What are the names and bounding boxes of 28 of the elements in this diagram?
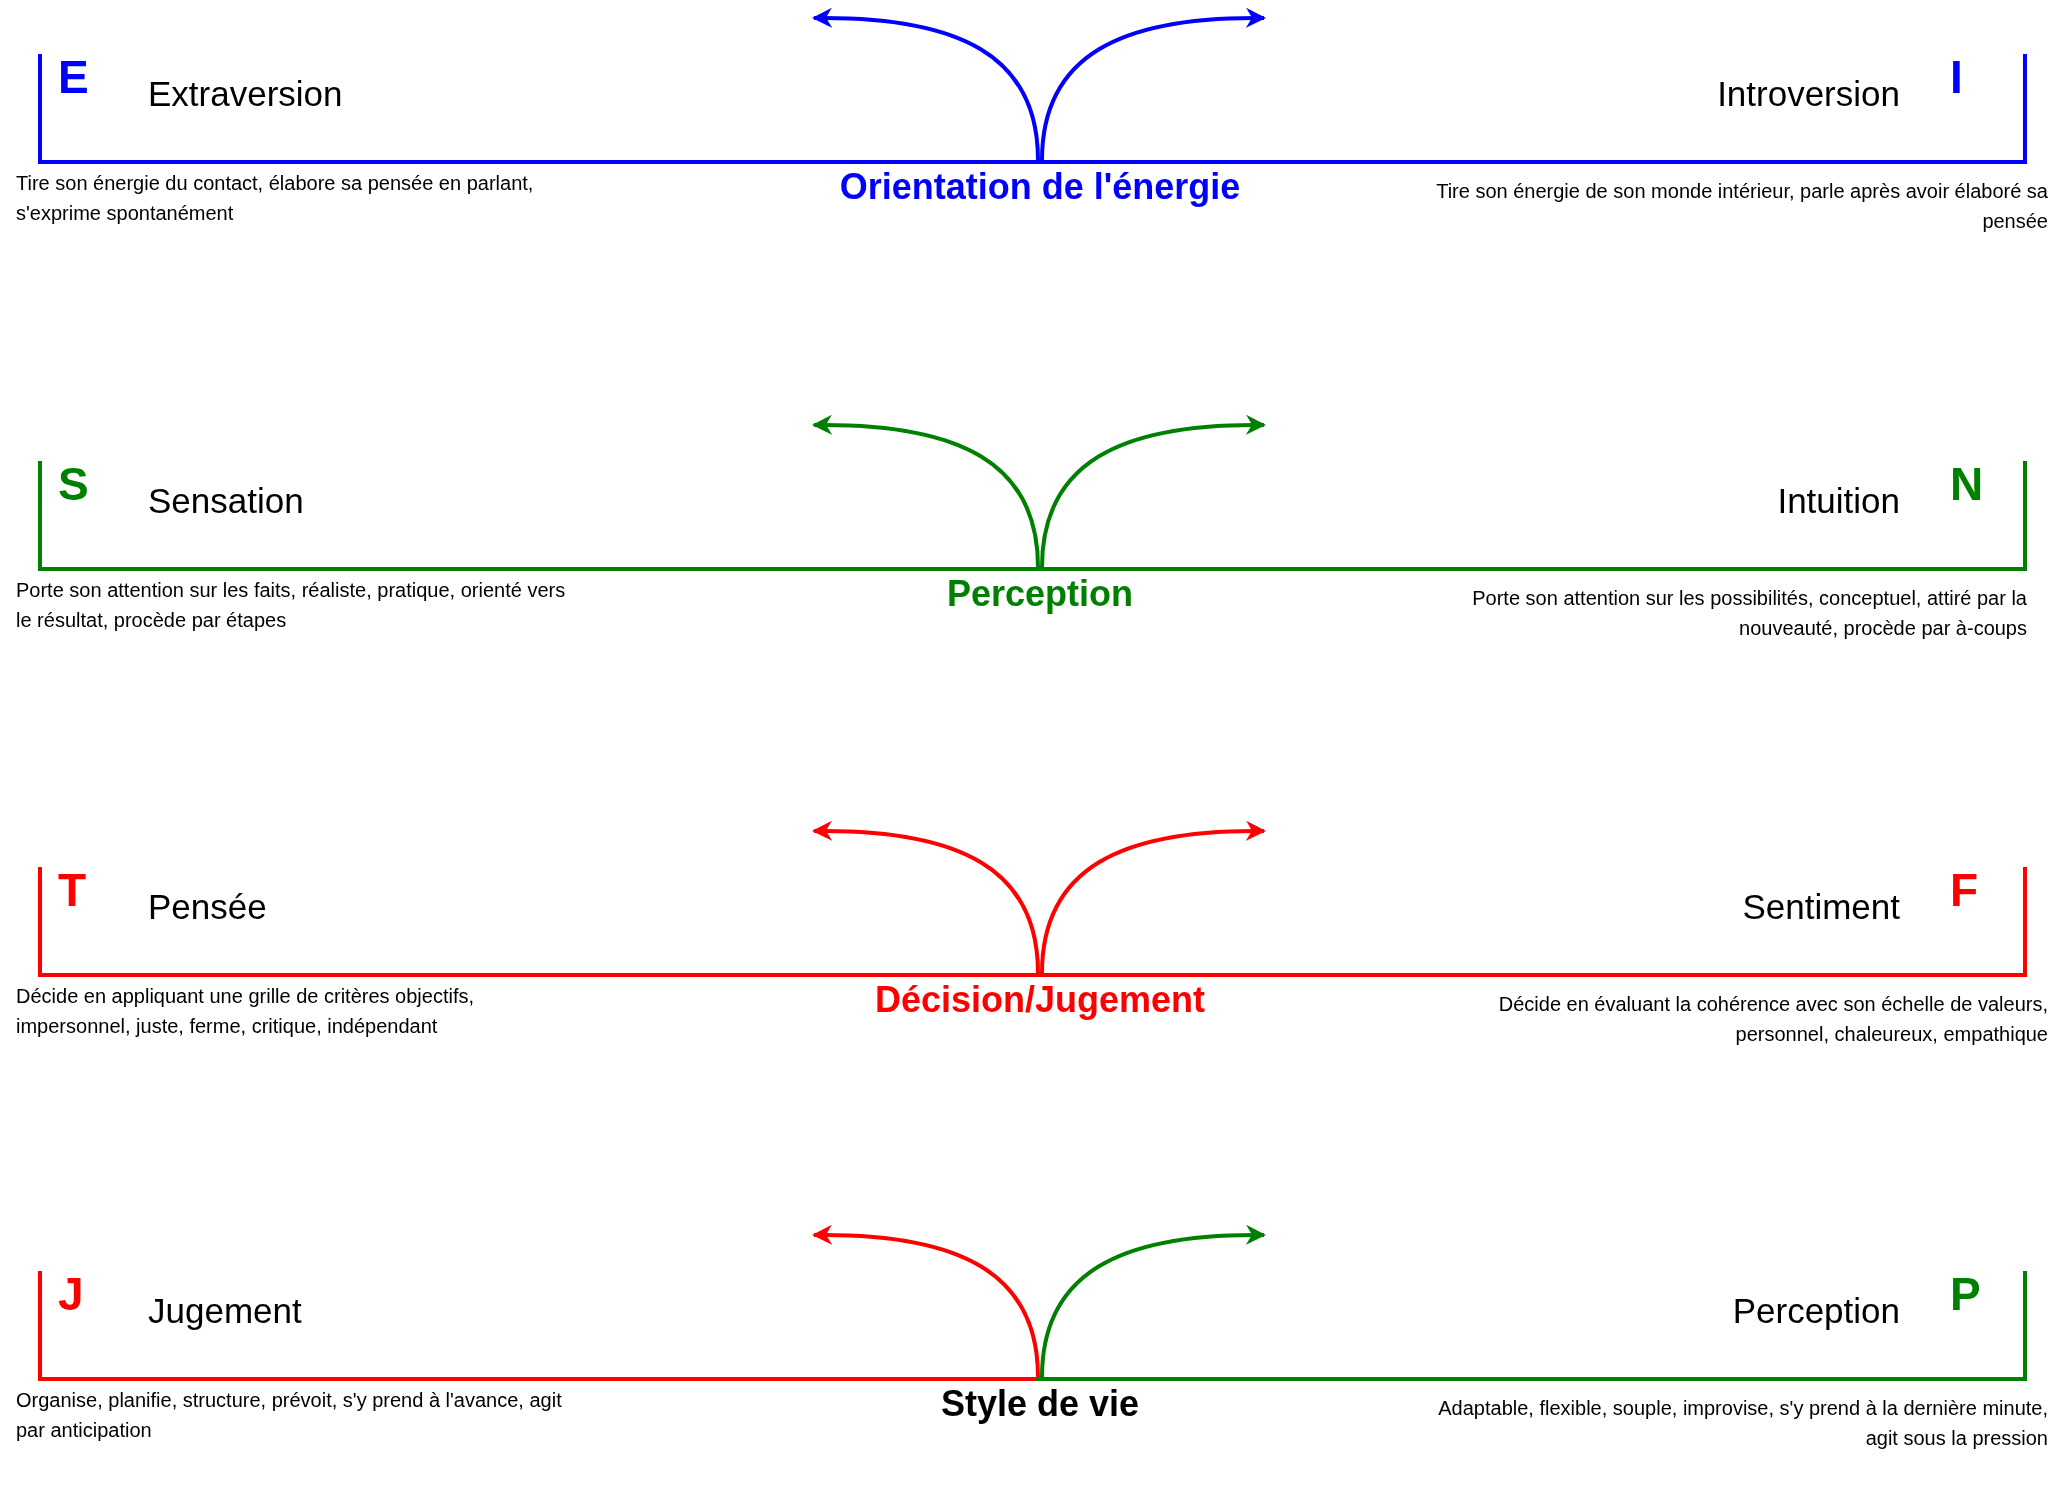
dimension-title: Orientation de l'énergie bbox=[838, 166, 1242, 208]
pole-description: Décide en appliquant une grille de critères objectifs, impersonnel, juste, ferme, critique, indépendant bbox=[16, 984, 476, 1039]
pole-name: Perception bbox=[1732, 1291, 1900, 1331]
dimension-letter: F bbox=[1950, 863, 1979, 917]
pole-name: Jugement bbox=[148, 1291, 302, 1331]
pole-name: Introversion bbox=[1717, 74, 1900, 114]
pole-name: Extraversion bbox=[148, 74, 343, 114]
pole-description: Porte son attention sur les possibilités, conceptuel, attiré par la nouveauté, procède par à-coups bbox=[1471, 586, 2027, 641]
dimension-letter: T bbox=[58, 863, 87, 917]
pole-description: Tire son énergie du contact, élabore sa pensée en parlant, s'exprime spontanément bbox=[16, 171, 535, 226]
dimension-title: Décision/Jugement bbox=[873, 979, 1207, 1021]
pole-description: Organise, planifie, structure, prévoit, s'y prend à l'avance, agit par anticipation bbox=[16, 1388, 563, 1443]
dimension-title: Style de vie bbox=[939, 1383, 1141, 1425]
dimension-letter: N bbox=[1950, 457, 1984, 511]
pole-description: Porte son attention sur les faits, réaliste, pratique, orienté vers le résultat, procède par étapes bbox=[16, 578, 567, 633]
pole-description: Tire son énergie de son monde intérieur, parle après avoir élaboré sa pensée bbox=[1435, 179, 2048, 234]
pole-description: Décide en évaluant la cohérence avec son échelle de valeurs, personnel, chaleureux, empathique bbox=[1497, 992, 2048, 1047]
dimension-letter: I bbox=[1950, 50, 1963, 104]
pole-name: Sensation bbox=[148, 481, 304, 521]
pole-name: Pensée bbox=[148, 887, 267, 927]
dimension-title: Perception bbox=[945, 573, 1134, 615]
dimension-letter: E bbox=[58, 50, 89, 104]
pole-name: Sentiment bbox=[1742, 887, 1900, 927]
dimension-letter: S bbox=[58, 457, 89, 511]
pole-name: Intuition bbox=[1777, 481, 1900, 521]
dimension-letter: P bbox=[1950, 1267, 1981, 1321]
pole-description: Adaptable, flexible, souple, improvise, s'y prend à la dernière minute, agit sous la pression bbox=[1437, 1396, 2048, 1451]
dimension-letter: J bbox=[58, 1267, 84, 1321]
